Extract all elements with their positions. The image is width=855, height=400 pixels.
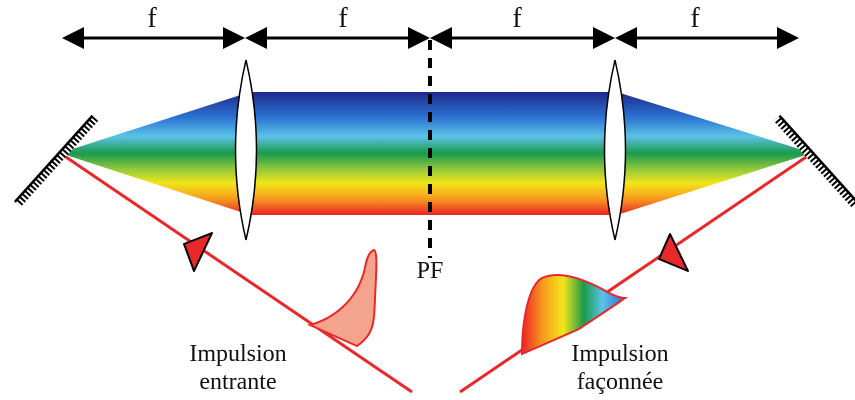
arrowhead: [430, 27, 452, 49]
arrowhead: [408, 27, 430, 49]
spectrum-beam-right: [617, 92, 812, 215]
output-pulse-label-line2: façonnée: [577, 369, 664, 395]
input-direction-arrow: [183, 232, 213, 272]
input-pulse-label-line2: entrante: [199, 369, 276, 395]
arrowhead: [62, 27, 84, 49]
arrowhead: [615, 27, 637, 49]
fourier-plane-label: PF: [417, 258, 444, 284]
mirror-icon: [13, 114, 99, 208]
focal-label-2: f: [338, 3, 348, 34]
focal-label-4: f: [690, 3, 700, 34]
output-beam-line: [459, 151, 813, 394]
spectrum-beam-left: [60, 92, 250, 215]
input-beam-line: [59, 151, 413, 394]
output-pulse-label-line1: Impulsion: [571, 341, 668, 367]
focal-label-1: f: [147, 3, 157, 34]
mirror-icon: [773, 114, 855, 208]
lens-icon: [603, 59, 627, 241]
spectrum-beam-center: [248, 92, 619, 215]
focal-label-3: f: [512, 3, 522, 34]
input-pulse-shape: [307, 248, 378, 348]
output-direction-arrow: [658, 233, 689, 272]
focal-length-arrows: [62, 27, 799, 49]
lens-icon: [234, 59, 258, 241]
output-pulse-shape: [520, 274, 629, 356]
arrowhead: [245, 27, 267, 49]
input-pulse-label-line1: Impulsion: [189, 341, 286, 367]
arrowhead: [777, 27, 799, 49]
arrowhead: [223, 27, 245, 49]
arrowhead: [593, 27, 615, 49]
